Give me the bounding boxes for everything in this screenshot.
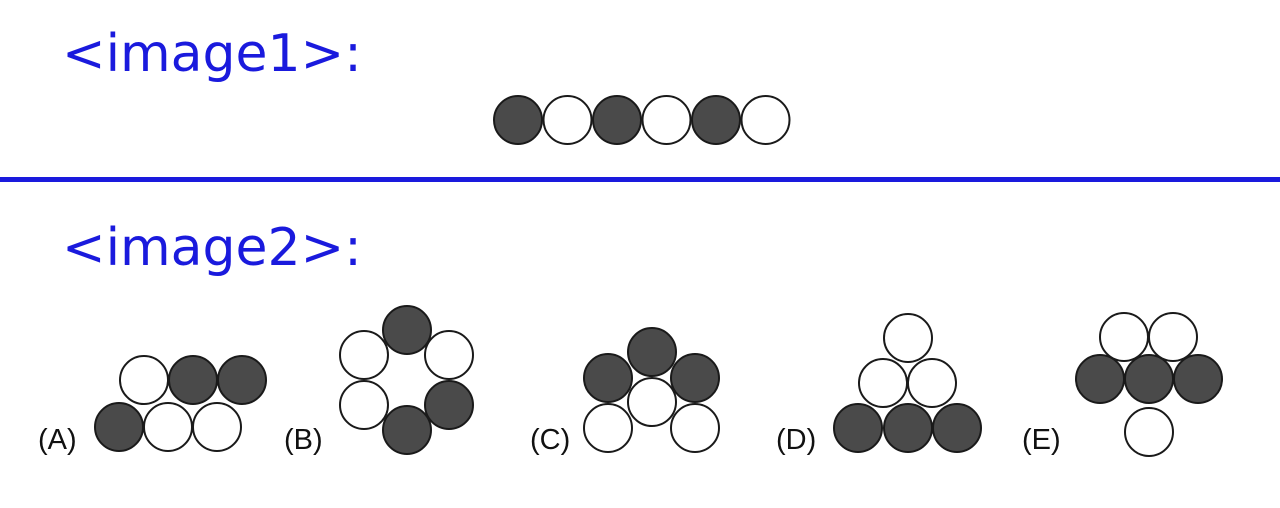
- image1-circle-row: [493, 95, 791, 145]
- option-a-circle-5: [143, 402, 193, 452]
- option-b-circle-5: [339, 380, 389, 430]
- option-a-circle-4: [94, 402, 144, 452]
- section-divider: [0, 177, 1280, 182]
- option-c-circle-3: [670, 353, 720, 403]
- option-b-circle-1: [382, 305, 432, 355]
- option-e-circle-2: [1148, 312, 1198, 362]
- option-e-circle-1: [1099, 312, 1149, 362]
- option-c-label: (C): [530, 424, 571, 456]
- option-a-circle-6: [192, 402, 242, 452]
- image1-circle-5: [691, 95, 741, 145]
- option-b-circle-3: [424, 380, 474, 430]
- option-a-circle-2: [168, 355, 218, 405]
- option-d-circle-4: [833, 403, 883, 453]
- option-a-circle-1: [119, 355, 169, 405]
- option-b-circle-4: [382, 405, 432, 455]
- option-e-circle-4: [1124, 354, 1174, 404]
- option-d-circle-6: [932, 403, 982, 453]
- option-d-circle-2: [858, 358, 908, 408]
- option-b-label: (B): [284, 424, 323, 456]
- option-c-circle-6: [670, 403, 720, 453]
- image1-circle-4: [641, 95, 692, 145]
- option-d-circle-1: [883, 313, 933, 363]
- option-e-circle-3: [1075, 354, 1125, 404]
- option-b-circle-2: [424, 330, 474, 380]
- option-d-circle-5: [883, 403, 933, 453]
- option-e-label: (E): [1022, 424, 1061, 456]
- option-d-circle-3: [907, 358, 957, 408]
- image1-circle-1: [493, 95, 543, 145]
- option-c-circle-1: [627, 327, 677, 377]
- image1-circle-3: [592, 95, 642, 145]
- image2-heading: <image2>:: [62, 218, 362, 278]
- option-a-label: (A): [38, 424, 77, 456]
- image1-circle-6: [740, 95, 791, 145]
- option-c-circle-5: [583, 403, 633, 453]
- image1-circle-2: [542, 95, 593, 145]
- option-c-circle-2: [583, 353, 633, 403]
- option-e-circle-6: [1124, 407, 1174, 457]
- option-b-circle-6: [339, 330, 389, 380]
- option-d-label: (D): [776, 424, 817, 456]
- image1-heading: <image1>:: [62, 24, 362, 84]
- option-e-circle-5: [1173, 354, 1223, 404]
- option-c-circle-4: [627, 377, 677, 427]
- option-a-circle-3: [217, 355, 267, 405]
